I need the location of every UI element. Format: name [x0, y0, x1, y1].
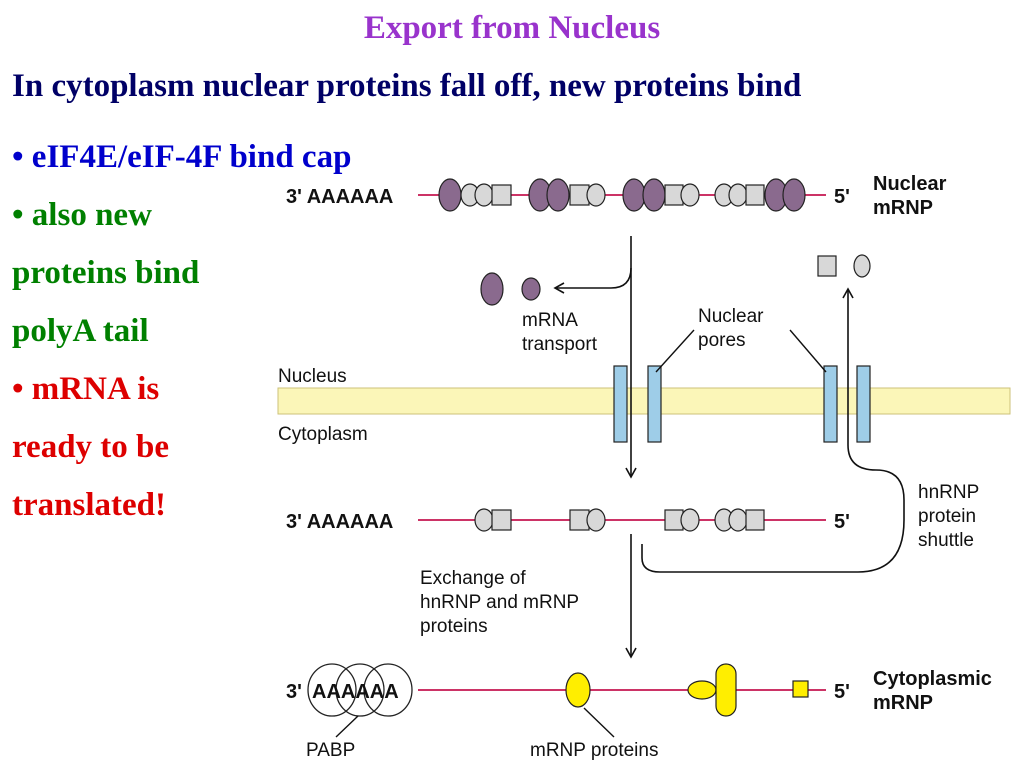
- nuclear-mrnp-row: 3' AAAAAA 5' Nuclear mRNP: [286, 173, 947, 219]
- nuclear-pore-right: [823, 365, 871, 443]
- cytoplasmic-mrnp-label: Cytoplasmic: [873, 668, 992, 690]
- cytoplasmic-mrnp-label: mRNP: [873, 692, 933, 714]
- mrnp-protein: [687, 680, 717, 700]
- nucleus-label: Nucleus: [278, 366, 347, 387]
- bullet-item: proteins bind: [12, 255, 200, 291]
- pores-pointer-right: [789, 329, 827, 373]
- three-prime-label: 3': [286, 681, 302, 703]
- bullet-item: • mRNA is: [12, 371, 160, 407]
- mrna-transport-label: transport: [522, 334, 598, 355]
- hnrnp-shuttle-label: protein: [918, 506, 976, 527]
- bullet-item: translated!: [12, 487, 166, 523]
- three-prime-label: 3' AAAAAA: [286, 511, 393, 533]
- five-prime-label: 5': [834, 681, 850, 703]
- pores-pointer-left: [655, 329, 695, 373]
- mrna-transport-label: mRNA: [522, 310, 578, 331]
- cap-binding-protein: [792, 680, 809, 698]
- cytoplasm-label: Cytoplasm: [278, 424, 368, 445]
- shuttled-hnrnp-proteins: [817, 254, 871, 278]
- mrnp-protein: [565, 672, 591, 708]
- bullet-item: • also new: [12, 197, 152, 233]
- bullet-item: polyA tail: [12, 313, 149, 349]
- nuclear-mrnp-label: mRNP: [873, 197, 933, 219]
- mrnp-proteins-pointer: [583, 707, 615, 738]
- nuclear-pores-label: Nuclear: [698, 306, 764, 327]
- three-prime-label: 3' AAAAAA: [286, 186, 393, 208]
- released-nuclear-proteins: [480, 272, 541, 306]
- mrnp-protein: [715, 663, 737, 717]
- hnrnp-shuttle-arrow: [641, 287, 905, 573]
- exchange-label: proteins: [420, 616, 488, 637]
- five-prime-label: 5': [834, 511, 850, 533]
- bullet-item: • eIF4E/eIF-4F bind cap: [12, 139, 352, 175]
- slide-title: Export from Nucleus: [363, 10, 661, 46]
- slide-subtitle: In cytoplasm nuclear proteins fall off, …: [12, 68, 802, 104]
- five-prime-label: 5': [834, 186, 850, 208]
- pabp-pointer: [335, 715, 359, 738]
- pabp-proteins: [307, 663, 413, 717]
- bullet-item: ready to be: [12, 429, 170, 465]
- exchange-label: hnRNP and mRNP: [420, 592, 579, 613]
- pabp-label: PABP: [306, 740, 355, 761]
- cytoplasmic-mrnp-row: 3' AAAAAA 5' Cytoplasmic mRNP: [286, 663, 992, 717]
- hnrnp-shuttle-label: hnRNP: [918, 482, 979, 503]
- hnrnp-shuttle-label: shuttle: [918, 530, 974, 551]
- polya-tail-label: AAAAAA: [312, 681, 399, 703]
- mrnp-proteins-label: mRNP proteins: [530, 740, 658, 761]
- transport-arrow-main: [553, 236, 632, 294]
- exported-mrnp-row: 3' AAAAAA 5': [286, 508, 850, 533]
- nuclear-mrnp-label: Nuclear: [873, 173, 947, 195]
- nuclear-pore-left: [613, 365, 662, 443]
- exchange-label: Exchange of: [420, 568, 526, 589]
- bullet-list: • eIF4E/eIF-4F bind cap • also new prote…: [12, 128, 351, 534]
- nuclear-pores-label: pores: [698, 330, 746, 351]
- nuclear-envelope: [277, 387, 1011, 415]
